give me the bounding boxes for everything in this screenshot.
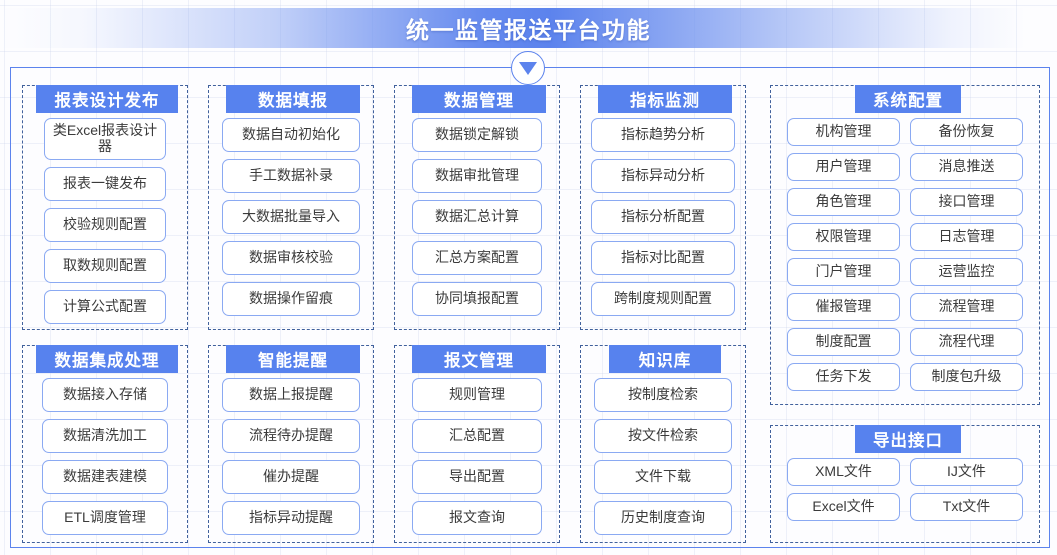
group-header-data-filling[interactable]: 数据填报 <box>226 85 360 113</box>
group-data-management: 数据管理数据锁定解锁数据审批管理数据汇总计算汇总方案配置协同填报配置 <box>394 85 560 330</box>
feature-chip[interactable]: 数据接入存储 <box>42 378 168 412</box>
feature-chip[interactable]: ETL调度管理 <box>42 501 168 535</box>
feature-chip[interactable]: 催办提醒 <box>222 460 360 494</box>
feature-chip[interactable]: 规则管理 <box>412 378 542 412</box>
group-header-knowledge-base[interactable]: 知识库 <box>609 345 721 373</box>
feature-chip[interactable]: 指标趋势分析 <box>591 118 735 152</box>
feature-chip[interactable]: 取数规则配置 <box>44 249 166 283</box>
feature-chip[interactable]: 类Excel报表设计器 <box>44 118 166 160</box>
group-items-smart-reminder: 数据上报提醒流程待办提醒催办提醒指标异动提醒 <box>209 378 373 535</box>
feature-chip[interactable]: 备份恢复 <box>910 118 1023 146</box>
feature-chip[interactable]: 制度包升级 <box>910 363 1023 391</box>
feature-chip[interactable]: 汇总方案配置 <box>412 241 542 275</box>
group-items-knowledge-base: 按制度检索按文件检索文件下载历史制度查询 <box>581 378 745 535</box>
feature-chip[interactable]: 导出配置 <box>412 460 542 494</box>
feature-chip[interactable]: 日志管理 <box>910 223 1023 251</box>
feature-chip[interactable]: 角色管理 <box>787 188 900 216</box>
group-system-configuration: 系统配置机构管理备份恢复用户管理消息推送角色管理接口管理权限管理日志管理门户管理… <box>770 85 1040 405</box>
group-indicator-monitoring: 指标监测指标趋势分析指标异动分析指标分析配置指标对比配置跨制度规则配置 <box>580 85 746 330</box>
feature-chip[interactable]: 流程管理 <box>910 293 1023 321</box>
group-items-system-configuration: 机构管理备份恢复用户管理消息推送角色管理接口管理权限管理日志管理门户管理运营监控… <box>771 118 1039 391</box>
feature-chip[interactable]: 报表一键发布 <box>44 167 166 201</box>
group-header-message-management[interactable]: 报文管理 <box>412 345 546 373</box>
group-header-system-configuration[interactable]: 系统配置 <box>855 85 961 113</box>
feature-chip[interactable]: 报文查询 <box>412 501 542 535</box>
feature-chip[interactable]: 校验规则配置 <box>44 208 166 242</box>
group-message-management: 报文管理规则管理汇总配置导出配置报文查询 <box>394 345 560 543</box>
group-data-integration: 数据集成处理数据接入存储数据清洗加工数据建表建模 ETL调度管理 <box>22 345 188 543</box>
page-banner: 统一监管报送平台功能 <box>0 8 1057 48</box>
group-items-data-integration: 数据接入存储数据清洗加工数据建表建模 ETL调度管理 <box>23 378 187 535</box>
feature-chip[interactable]: 数据建表建模 <box>42 460 168 494</box>
page-title: 统一监管报送平台功能 <box>406 17 651 43</box>
feature-chip[interactable]: 数据清洗加工 <box>42 419 168 453</box>
feature-chip[interactable]: 文件下载 <box>594 460 732 494</box>
feature-chip[interactable]: IJ文件 <box>910 458 1023 486</box>
feature-chip[interactable]: 机构管理 <box>787 118 900 146</box>
group-header-report-design-publish[interactable]: 报表设计发布 <box>36 85 178 113</box>
triangle-down-icon <box>511 51 545 85</box>
group-items-export-interface: XML文件 IJ文件 Excel文件 Txt文件 <box>771 458 1039 521</box>
feature-chip[interactable]: 指标分析配置 <box>591 200 735 234</box>
arrow-triangle <box>519 62 537 75</box>
feature-chip[interactable]: 数据操作留痕 <box>222 282 360 316</box>
feature-chip[interactable]: Txt文件 <box>910 493 1023 521</box>
feature-chip[interactable]: 数据锁定解锁 <box>412 118 542 152</box>
group-export-interface: 导出接口 XML文件 IJ文件 Excel文件 Txt文件 <box>770 425 1040 543</box>
feature-chip[interactable]: 跨制度规则配置 <box>591 282 735 316</box>
group-header-indicator-monitoring[interactable]: 指标监测 <box>598 85 732 113</box>
feature-chip[interactable]: 消息推送 <box>910 153 1023 181</box>
feature-chip[interactable]: 按文件检索 <box>594 419 732 453</box>
group-header-data-management[interactable]: 数据管理 <box>412 85 546 113</box>
feature-chip[interactable]: 数据汇总计算 <box>412 200 542 234</box>
feature-chip[interactable]: 指标对比配置 <box>591 241 735 275</box>
group-data-filling: 数据填报数据自动初始化手工数据补录大数据批量导入数据审核校验数据操作留痕 <box>208 85 374 330</box>
feature-chip[interactable]: 权限管理 <box>787 223 900 251</box>
group-items-report-design-publish: 类Excel报表设计器报表一键发布校验规则配置取数规则配置计算公式配置 <box>23 118 187 324</box>
group-items-data-management: 数据锁定解锁数据审批管理数据汇总计算汇总方案配置协同填报配置 <box>395 118 559 316</box>
group-header-data-integration[interactable]: 数据集成处理 <box>36 345 178 373</box>
group-report-design-publish: 报表设计发布类Excel报表设计器报表一键发布校验规则配置取数规则配置计算公式配… <box>22 85 188 330</box>
group-header-smart-reminder[interactable]: 智能提醒 <box>226 345 360 373</box>
group-items-message-management: 规则管理汇总配置导出配置报文查询 <box>395 378 559 535</box>
feature-chip[interactable]: 接口管理 <box>910 188 1023 216</box>
feature-chip[interactable]: Excel文件 <box>787 493 900 521</box>
feature-chip[interactable]: 汇总配置 <box>412 419 542 453</box>
feature-chip[interactable]: 催报管理 <box>787 293 900 321</box>
feature-chip[interactable]: 计算公式配置 <box>44 290 166 324</box>
feature-chip[interactable]: 数据审批管理 <box>412 159 542 193</box>
feature-chip[interactable]: 大数据批量导入 <box>222 200 360 234</box>
feature-chip[interactable]: 按制度检索 <box>594 378 732 412</box>
feature-chip[interactable]: 流程待办提醒 <box>222 419 360 453</box>
group-header-export-interface[interactable]: 导出接口 <box>855 425 961 453</box>
group-items-indicator-monitoring: 指标趋势分析指标异动分析指标分析配置指标对比配置跨制度规则配置 <box>581 118 745 316</box>
feature-chip[interactable]: 指标异动分析 <box>591 159 735 193</box>
feature-chip[interactable]: 运营监控 <box>910 258 1023 286</box>
feature-chip[interactable]: 任务下发 <box>787 363 900 391</box>
feature-chip[interactable]: 用户管理 <box>787 153 900 181</box>
feature-chip[interactable]: 制度配置 <box>787 328 900 356</box>
feature-chip[interactable]: 数据审核校验 <box>222 241 360 275</box>
feature-chip[interactable]: 门户管理 <box>787 258 900 286</box>
feature-chip[interactable]: 流程代理 <box>910 328 1023 356</box>
group-smart-reminder: 智能提醒数据上报提醒流程待办提醒催办提醒指标异动提醒 <box>208 345 374 543</box>
group-items-data-filling: 数据自动初始化手工数据补录大数据批量导入数据审核校验数据操作留痕 <box>209 118 373 316</box>
arrow-circle <box>511 51 545 85</box>
feature-chip[interactable]: 数据上报提醒 <box>222 378 360 412</box>
feature-chip[interactable]: 历史制度查询 <box>594 501 732 535</box>
group-knowledge-base: 知识库按制度检索按文件检索文件下载历史制度查询 <box>580 345 746 543</box>
feature-chip[interactable]: XML文件 <box>787 458 900 486</box>
feature-chip[interactable]: 数据自动初始化 <box>222 118 360 152</box>
feature-chip[interactable]: 指标异动提醒 <box>222 501 360 535</box>
feature-chip[interactable]: 协同填报配置 <box>412 282 542 316</box>
feature-chip[interactable]: 手工数据补录 <box>222 159 360 193</box>
